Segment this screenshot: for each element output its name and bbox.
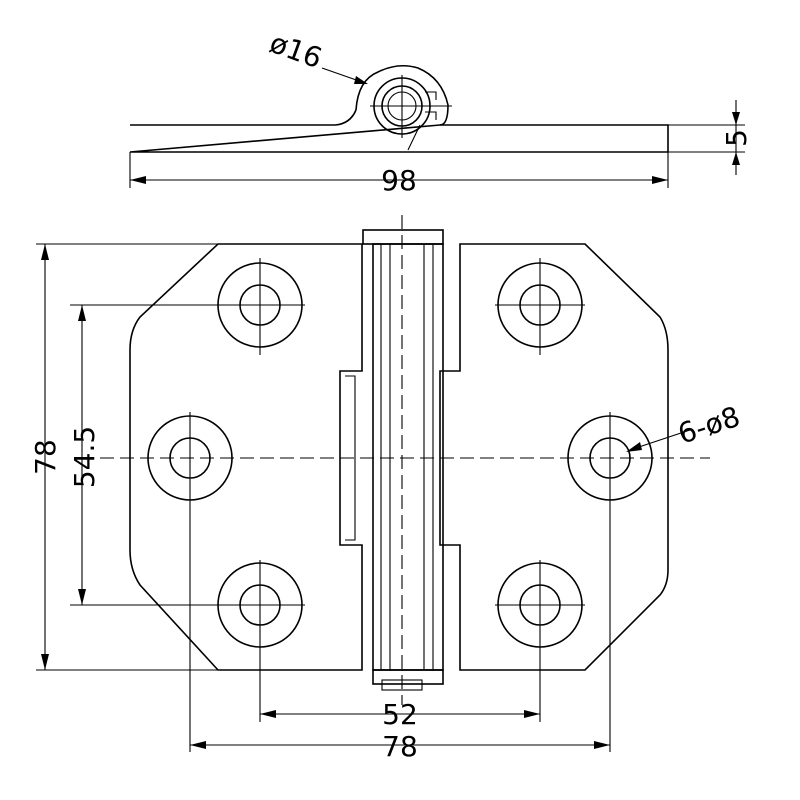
left-leaf-outline	[129, 243, 363, 671]
hole-bottom-right	[495, 560, 585, 650]
hole-top-left	[215, 258, 305, 355]
top-knuckle	[355, 64, 449, 126]
right-leaf-outline	[439, 243, 669, 671]
top-view: ø16 98 5	[129, 26, 753, 197]
hole-bottom-left	[215, 560, 305, 650]
hole-mid-right	[567, 412, 653, 505]
front-view: 78 54.5 6-ø8 52 78	[29, 215, 744, 763]
height-label: 78	[29, 439, 62, 475]
inner-hole-spacing-label: 52	[382, 698, 418, 731]
pin-top-cap	[362, 229, 444, 245]
length-label: 98	[381, 164, 417, 197]
hole-top-right	[495, 258, 585, 355]
holes-label: 6-ø8	[674, 400, 744, 451]
thickness-label: 5	[720, 129, 753, 147]
hole-mid-left	[147, 412, 233, 505]
outer-hole-spacing-label: 78	[382, 730, 418, 763]
pin-diameter-label: ø16	[266, 26, 327, 75]
pin-bottom-cap	[372, 669, 444, 685]
hole-row-spacing-label: 54.5	[68, 426, 101, 488]
top-plate-outline	[129, 109, 669, 153]
